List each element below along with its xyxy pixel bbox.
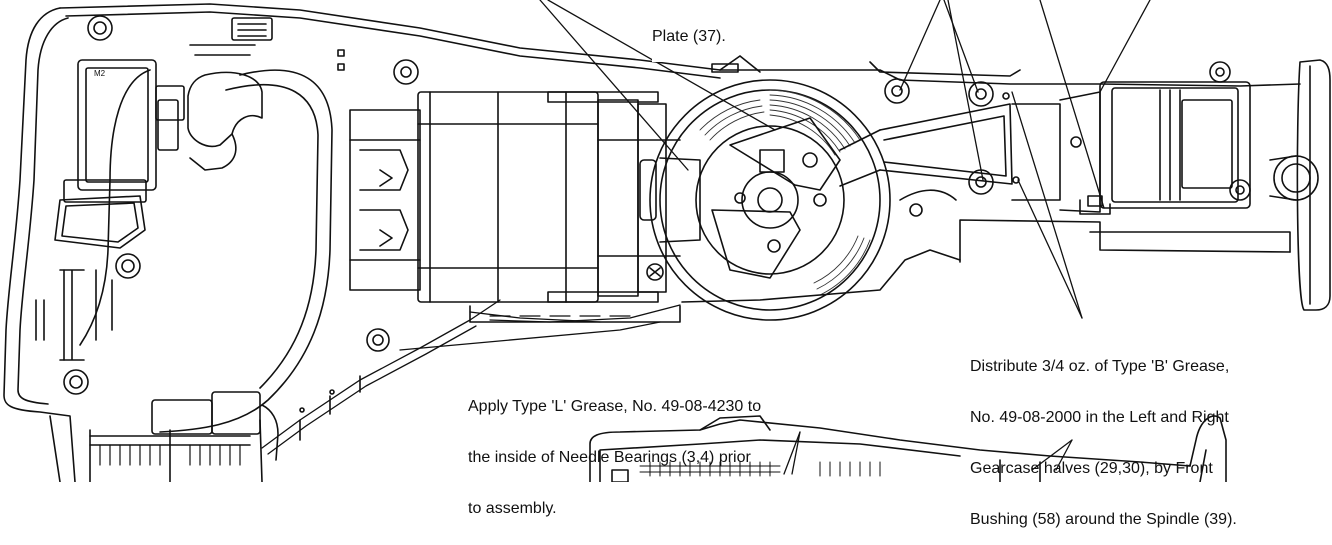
gearcase-note-line-3: Gearcase halves (29,30), by Front (970, 460, 1213, 477)
needle-bearing-note-line-3: to assembly. (468, 500, 557, 517)
tool-assembly-diagram: M2 (3, 0, 1331, 482)
internal-wiring (261, 299, 681, 455)
plate-note-line-1: Plate (37). (652, 28, 726, 45)
motor-assembly (349, 91, 681, 303)
front-shoe (1269, 59, 1331, 311)
plate-note: Plate (37). (652, 0, 726, 62)
gearcase (681, 55, 1301, 303)
motor-label: M2 (94, 69, 106, 78)
lower-detail-view (589, 415, 1227, 482)
lower-housing (299, 305, 681, 441)
gear-assembly (649, 79, 891, 321)
handle-screws (63, 15, 419, 395)
gearcase-grease-note: Distribute 3/4 oz. of Type 'B' Grease, N… (970, 324, 1237, 545)
needle-bearing-grease-note: Apply Type 'L' Grease, No. 49-08-4230 to… (468, 364, 761, 534)
handle-housing (3, 3, 721, 482)
needle-bearing-note-line-1: Apply Type 'L' Grease, No. 49-08-4230 to (468, 398, 762, 415)
gearcase-screws (884, 78, 994, 195)
gearcase-note-line-4: Bushing (58) around the Spindle (39). (970, 511, 1237, 528)
leader-lines (539, 0, 1151, 475)
gearcase-note-line-2: No. 49-08-2000 in the Left and Right (970, 409, 1229, 426)
gearcase-note-line-1: Distribute 3/4 oz. of Type 'B' Grease, (970, 358, 1230, 375)
needle-bearing-note-line-2: the inside of Needle Bearings (3,4) prio… (468, 449, 751, 466)
